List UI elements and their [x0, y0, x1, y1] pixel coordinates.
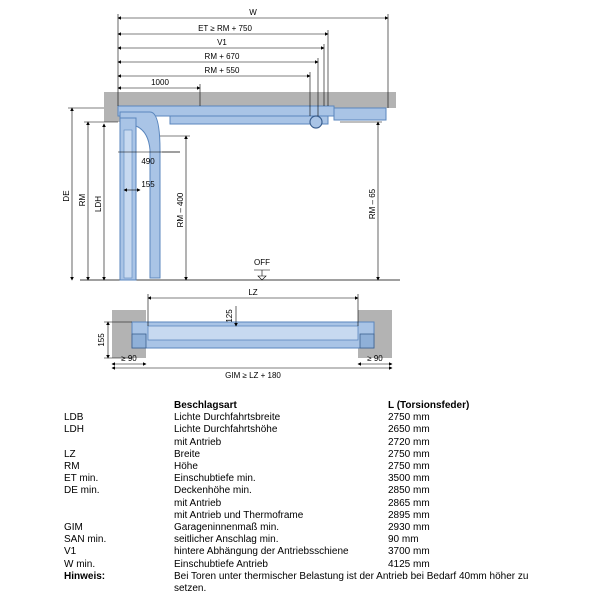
- spec-desc: seitlicher Anschlag min.: [174, 534, 279, 546]
- note-label: Hinweis:: [64, 570, 106, 582]
- plan-bracket-left: [131, 333, 147, 349]
- spec-value: 2865 mm: [388, 497, 430, 509]
- spec-desc: Garageninnenmaß min.: [174, 522, 280, 534]
- spec-value: 2650 mm: [388, 424, 430, 436]
- spec-code: GIM: [64, 522, 83, 534]
- door-panel-inner: [123, 129, 133, 279]
- spec-code: ET min.: [64, 473, 99, 485]
- spec-desc: Höhe: [174, 461, 198, 473]
- spec-desc: Lichte Durchfahrtsbreite: [174, 412, 281, 424]
- plan-door-leaf: [147, 325, 359, 341]
- dim-lz: LZ: [248, 288, 257, 297]
- door-dimension-drawing: W ET ≥ RM + 750 V1 RM + 670 RM + 550 100…: [62, 8, 400, 380]
- dim-155-plan: 155: [97, 333, 106, 347]
- spec-value: 2720 mm: [388, 436, 430, 448]
- dim-490: 490: [141, 157, 155, 166]
- drive-motor: [333, 107, 387, 121]
- dim-125: 125: [225, 309, 234, 323]
- spec-code: [64, 498, 174, 510]
- spec-desc: hintere Abhängung der Antriebsschiene: [174, 546, 349, 558]
- spec-desc: Einschubtiefe min.: [174, 473, 256, 485]
- spec-desc: mit Antrieb: [174, 497, 222, 509]
- spec-table: Beschlagsart L (Torsionsfeder) LDB Lichte…: [64, 400, 544, 595]
- spec-row: mit Antrieb 2865 mm: [64, 498, 544, 510]
- track-wheel: [309, 115, 323, 129]
- floor-level-marker: [254, 269, 270, 281]
- spec-value: 2895 mm: [388, 509, 430, 521]
- spec-desc: Deckenhöhe min.: [174, 485, 252, 497]
- spec-code: [64, 437, 174, 449]
- plan-bracket-right: [359, 333, 375, 349]
- dim-1000: 1000: [151, 78, 169, 87]
- spec-value: 4125 mm: [388, 558, 430, 570]
- spec-row: LDH Lichte Durchfahrtshöhe 2650 mm: [64, 424, 544, 436]
- spec-row: RM Höhe 2750 mm: [64, 461, 544, 473]
- dim-et: ET ≥ RM + 750: [198, 24, 252, 33]
- dim-off: OFF: [254, 258, 270, 267]
- dim-rm400: RM – 400: [176, 192, 185, 227]
- spec-header-label: Beschlagsart: [174, 400, 237, 411]
- spec-code: LDB: [64, 412, 84, 424]
- spec-value: 2750 mm: [388, 461, 430, 473]
- spec-value: 3500 mm: [388, 473, 430, 485]
- spec-code: LZ: [64, 448, 76, 460]
- spec-code: W min.: [64, 558, 96, 570]
- spec-code: DE min.: [64, 485, 100, 497]
- spec-row: LDB Lichte Durchfahrtsbreite 2750 mm: [64, 412, 544, 424]
- spec-desc: Lichte Durchfahrtshöhe: [174, 424, 278, 436]
- spec-row: mit Antrieb und Thermoframe 2895 mm: [64, 510, 544, 522]
- spec-code: V1: [64, 546, 77, 558]
- dim-de: DE: [62, 190, 71, 201]
- note-text: Bei Toren unter thermischer Belastung is…: [174, 570, 529, 595]
- dim-w: W: [249, 8, 257, 17]
- spec-desc: mit Antrieb und Thermoframe: [174, 509, 304, 521]
- spec-row: V1 hintere Abhängung der Antriebsschiene 3…: [64, 546, 544, 558]
- spec-row: SAN min. seitlicher Anschlag min. 90 mm: [64, 534, 544, 546]
- spec-value: 3700 mm: [388, 546, 430, 558]
- spec-code: SAN min.: [64, 534, 107, 546]
- spec-value: 2750 mm: [388, 448, 430, 460]
- dim-rm550: RM + 550: [205, 66, 240, 75]
- spec-value: 2930 mm: [388, 522, 430, 534]
- spec-row: mit Antrieb 2720 mm: [64, 437, 544, 449]
- spec-row: LZ Breite 2750 mm: [64, 449, 544, 461]
- spec-desc: mit Antrieb: [174, 436, 222, 448]
- spec-header-value: L (Torsionsfeder): [388, 400, 470, 411]
- spec-header: Beschlagsart L (Torsionsfeder): [64, 400, 544, 412]
- spec-row: ET min. Einschubtiefe min. 3500 mm: [64, 473, 544, 485]
- dim-ge90-left: ≥ 90: [121, 354, 137, 363]
- lintel-wall: [104, 92, 120, 122]
- spec-note: Hinweis: Bei Toren unter thermischer Bel…: [64, 571, 544, 595]
- ceiling-wall: [104, 92, 396, 108]
- spec-code: [64, 510, 174, 522]
- spec-code: RM: [64, 461, 80, 473]
- drive-rail: [169, 115, 329, 125]
- spec-row: W min. Einschubtiefe Antrieb 4125 mm: [64, 559, 544, 571]
- spec-desc: Breite: [174, 448, 201, 460]
- spec-row: GIM Garageninnenmaß min. 2930 mm: [64, 522, 544, 534]
- dim-ge90-right: ≥ 90: [367, 354, 383, 363]
- spec-value: 2850 mm: [388, 485, 430, 497]
- spec-value: 90 mm: [388, 534, 419, 546]
- dim-rm: RM: [78, 193, 87, 206]
- spec-value: 2750 mm: [388, 412, 430, 424]
- spec-code: LDH: [64, 424, 85, 436]
- dim-rm65: RM – 65: [368, 188, 377, 219]
- dim-155: 155: [141, 180, 155, 189]
- spec-row: DE min. Deckenhöhe min. 2850 mm: [64, 485, 544, 497]
- spec-desc: Einschubtiefe Antrieb: [174, 558, 268, 570]
- dim-rm670: RM + 670: [205, 52, 240, 61]
- dim-ldh: LDH: [94, 196, 103, 212]
- dim-v1: V1: [217, 38, 227, 47]
- dim-gim: GIM ≥ LZ + 180: [225, 371, 281, 380]
